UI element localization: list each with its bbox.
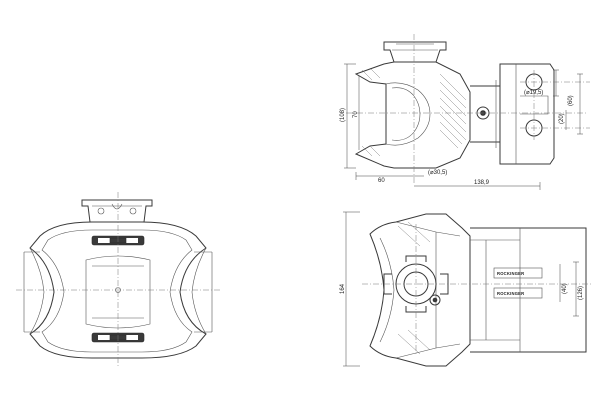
dim-40: (40) bbox=[562, 283, 568, 294]
dim-bore-dia: (⌀30,5) bbox=[428, 170, 447, 176]
dim-126: (126) bbox=[578, 286, 584, 300]
dim-height-70: 70 bbox=[353, 111, 359, 118]
dim-len-60: 60 bbox=[378, 178, 385, 184]
dim-len-138: 138,9 bbox=[474, 180, 490, 186]
dim-height-108: (108) bbox=[340, 108, 346, 122]
side-view: (⌀19,5) (60) (20) (108) 70 60 (⌀30,5) 13… bbox=[340, 34, 590, 190]
side-hatching bbox=[361, 67, 467, 157]
dim-slot-w: (20) bbox=[559, 113, 565, 124]
dim-hole-dia: (⌀19,5) bbox=[524, 90, 543, 96]
logo-text-bottom: ROCKINGER bbox=[497, 291, 524, 296]
logo-text-top: ROCKINGER bbox=[497, 271, 524, 276]
dim-slot-h: (60) bbox=[568, 95, 574, 106]
top-view: ROCKINGER ROCKINGER 164 (40) (126) bbox=[340, 211, 592, 367]
dim-width-164: 164 bbox=[340, 283, 346, 294]
front-view bbox=[16, 192, 222, 366]
